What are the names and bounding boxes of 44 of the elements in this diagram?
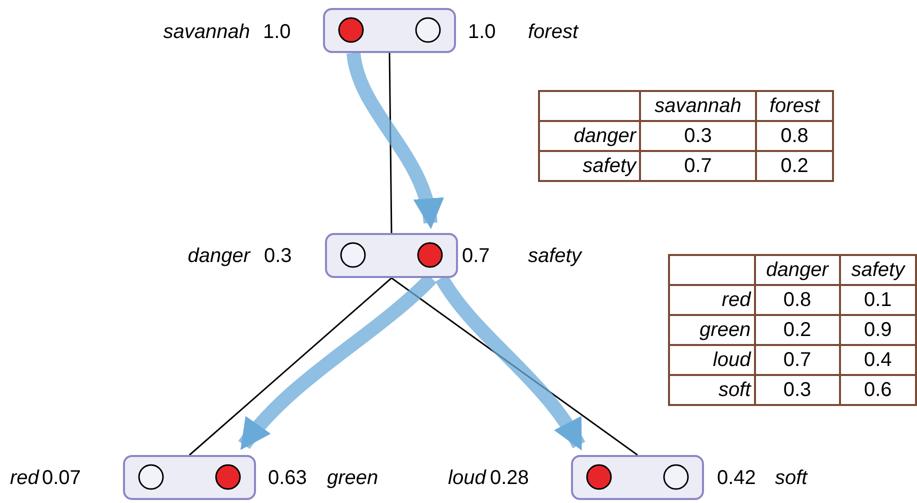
value-cell: 0.4 (840, 345, 916, 375)
value-cell: 0.3 (640, 121, 756, 151)
header-cell: savannah (640, 91, 756, 121)
probability-value: 0.42 (717, 466, 756, 490)
state-label: loud (448, 466, 486, 490)
state-node (571, 455, 704, 500)
state-node (323, 8, 456, 53)
state-node (123, 455, 256, 500)
state-node (325, 233, 458, 278)
probability-value: 1.0 (263, 20, 291, 44)
probability-value: 0.7 (462, 244, 490, 268)
probability-value: 0.07 (42, 466, 81, 490)
state-label: danger (188, 244, 250, 268)
state-label: forest (528, 20, 578, 44)
header-cell: forest (756, 91, 833, 121)
value-cell: 0.2 (756, 151, 833, 181)
probability-value: 0.28 (490, 466, 529, 490)
connector-line (189, 277, 392, 456)
header-cell: danger (754, 255, 840, 285)
state-label: red (10, 466, 39, 490)
value-cell: 0.8 (754, 285, 840, 315)
header-cell: green (669, 315, 755, 345)
probability-value: 0.63 (268, 466, 307, 490)
value-cell: 0.8 (756, 121, 833, 151)
header-cell: red (669, 285, 755, 315)
header-cell: danger (539, 121, 640, 151)
value-cell: 0.7 (754, 345, 840, 375)
value-cell: 0.2 (754, 315, 840, 345)
probability-value: 0.3 (264, 244, 292, 268)
header-cell: safety (539, 151, 640, 181)
value-cell: 0.9 (840, 315, 916, 345)
state-label: safety (528, 244, 582, 268)
value-cell: 0.3 (754, 375, 840, 405)
state-label: soft (775, 466, 808, 490)
probability-value: 1.0 (468, 20, 496, 44)
header-cell: soft (669, 375, 755, 405)
state-label: green (327, 466, 378, 490)
value-cell: 0.6 (840, 375, 916, 405)
value-cell: 0.7 (640, 151, 756, 181)
flow-arrow (346, 52, 442, 230)
header-cell: loud (669, 345, 755, 375)
header-cell: safety (840, 255, 916, 285)
value-cell: 0.1 (840, 285, 916, 315)
state-label: savannah (163, 20, 250, 44)
